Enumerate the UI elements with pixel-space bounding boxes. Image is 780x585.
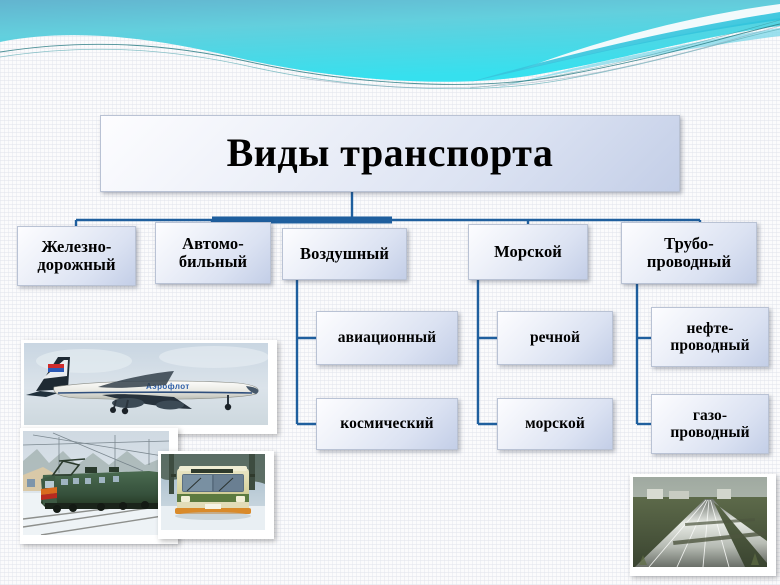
svg-text:Аэрофлот: Аэрофлот (146, 382, 190, 391)
photo-locomotive (20, 428, 178, 544)
node-river[interactable]: речной (497, 311, 613, 365)
node-sea-label: Морской (494, 241, 562, 261)
node-rail-label: Железно-дорожный (37, 236, 116, 274)
node-pipeline[interactable]: Трубо-проводный (621, 222, 757, 284)
node-gas-pipeline-label: газо-проводный (670, 406, 750, 441)
node-space[interactable]: космический (316, 398, 458, 450)
node-river-label: речной (529, 329, 581, 347)
bus-image (161, 454, 265, 530)
node-sea[interactable]: Морской (468, 224, 588, 280)
diagram-title-box[interactable]: Виды транспорта (100, 115, 680, 192)
node-space-label: космический (340, 415, 434, 433)
node-air[interactable]: Воздушный (282, 228, 407, 280)
node-air-label: Воздушный (300, 243, 389, 263)
node-aviation-label: авиационный (337, 329, 437, 347)
airplane-image: Аэрофлот (24, 343, 268, 425)
node-marine-label: морской (525, 415, 585, 433)
photo-pipeline (630, 474, 776, 576)
diagram-title-label: Виды транспорта (226, 130, 554, 176)
header-wave-decoration (0, 0, 780, 90)
node-road-label: Автомо-бильный (178, 233, 248, 271)
node-rail[interactable]: Железно-дорожный (17, 226, 136, 286)
locomotive-image (23, 431, 169, 535)
node-aviation[interactable]: авиационный (316, 311, 458, 365)
pipeline-image (633, 477, 767, 567)
photo-bus (158, 451, 274, 539)
node-road[interactable]: Автомо-бильный (155, 222, 271, 284)
node-gas-pipeline[interactable]: газо-проводный (651, 394, 769, 454)
node-oil-pipeline-label: нефте-проводный (670, 319, 750, 354)
node-marine[interactable]: морской (497, 398, 613, 450)
node-oil-pipeline[interactable]: нефте-проводный (651, 307, 769, 367)
node-pipeline-label: Трубо-проводный (646, 233, 732, 271)
photo-airplane: Аэрофлот (21, 340, 277, 434)
